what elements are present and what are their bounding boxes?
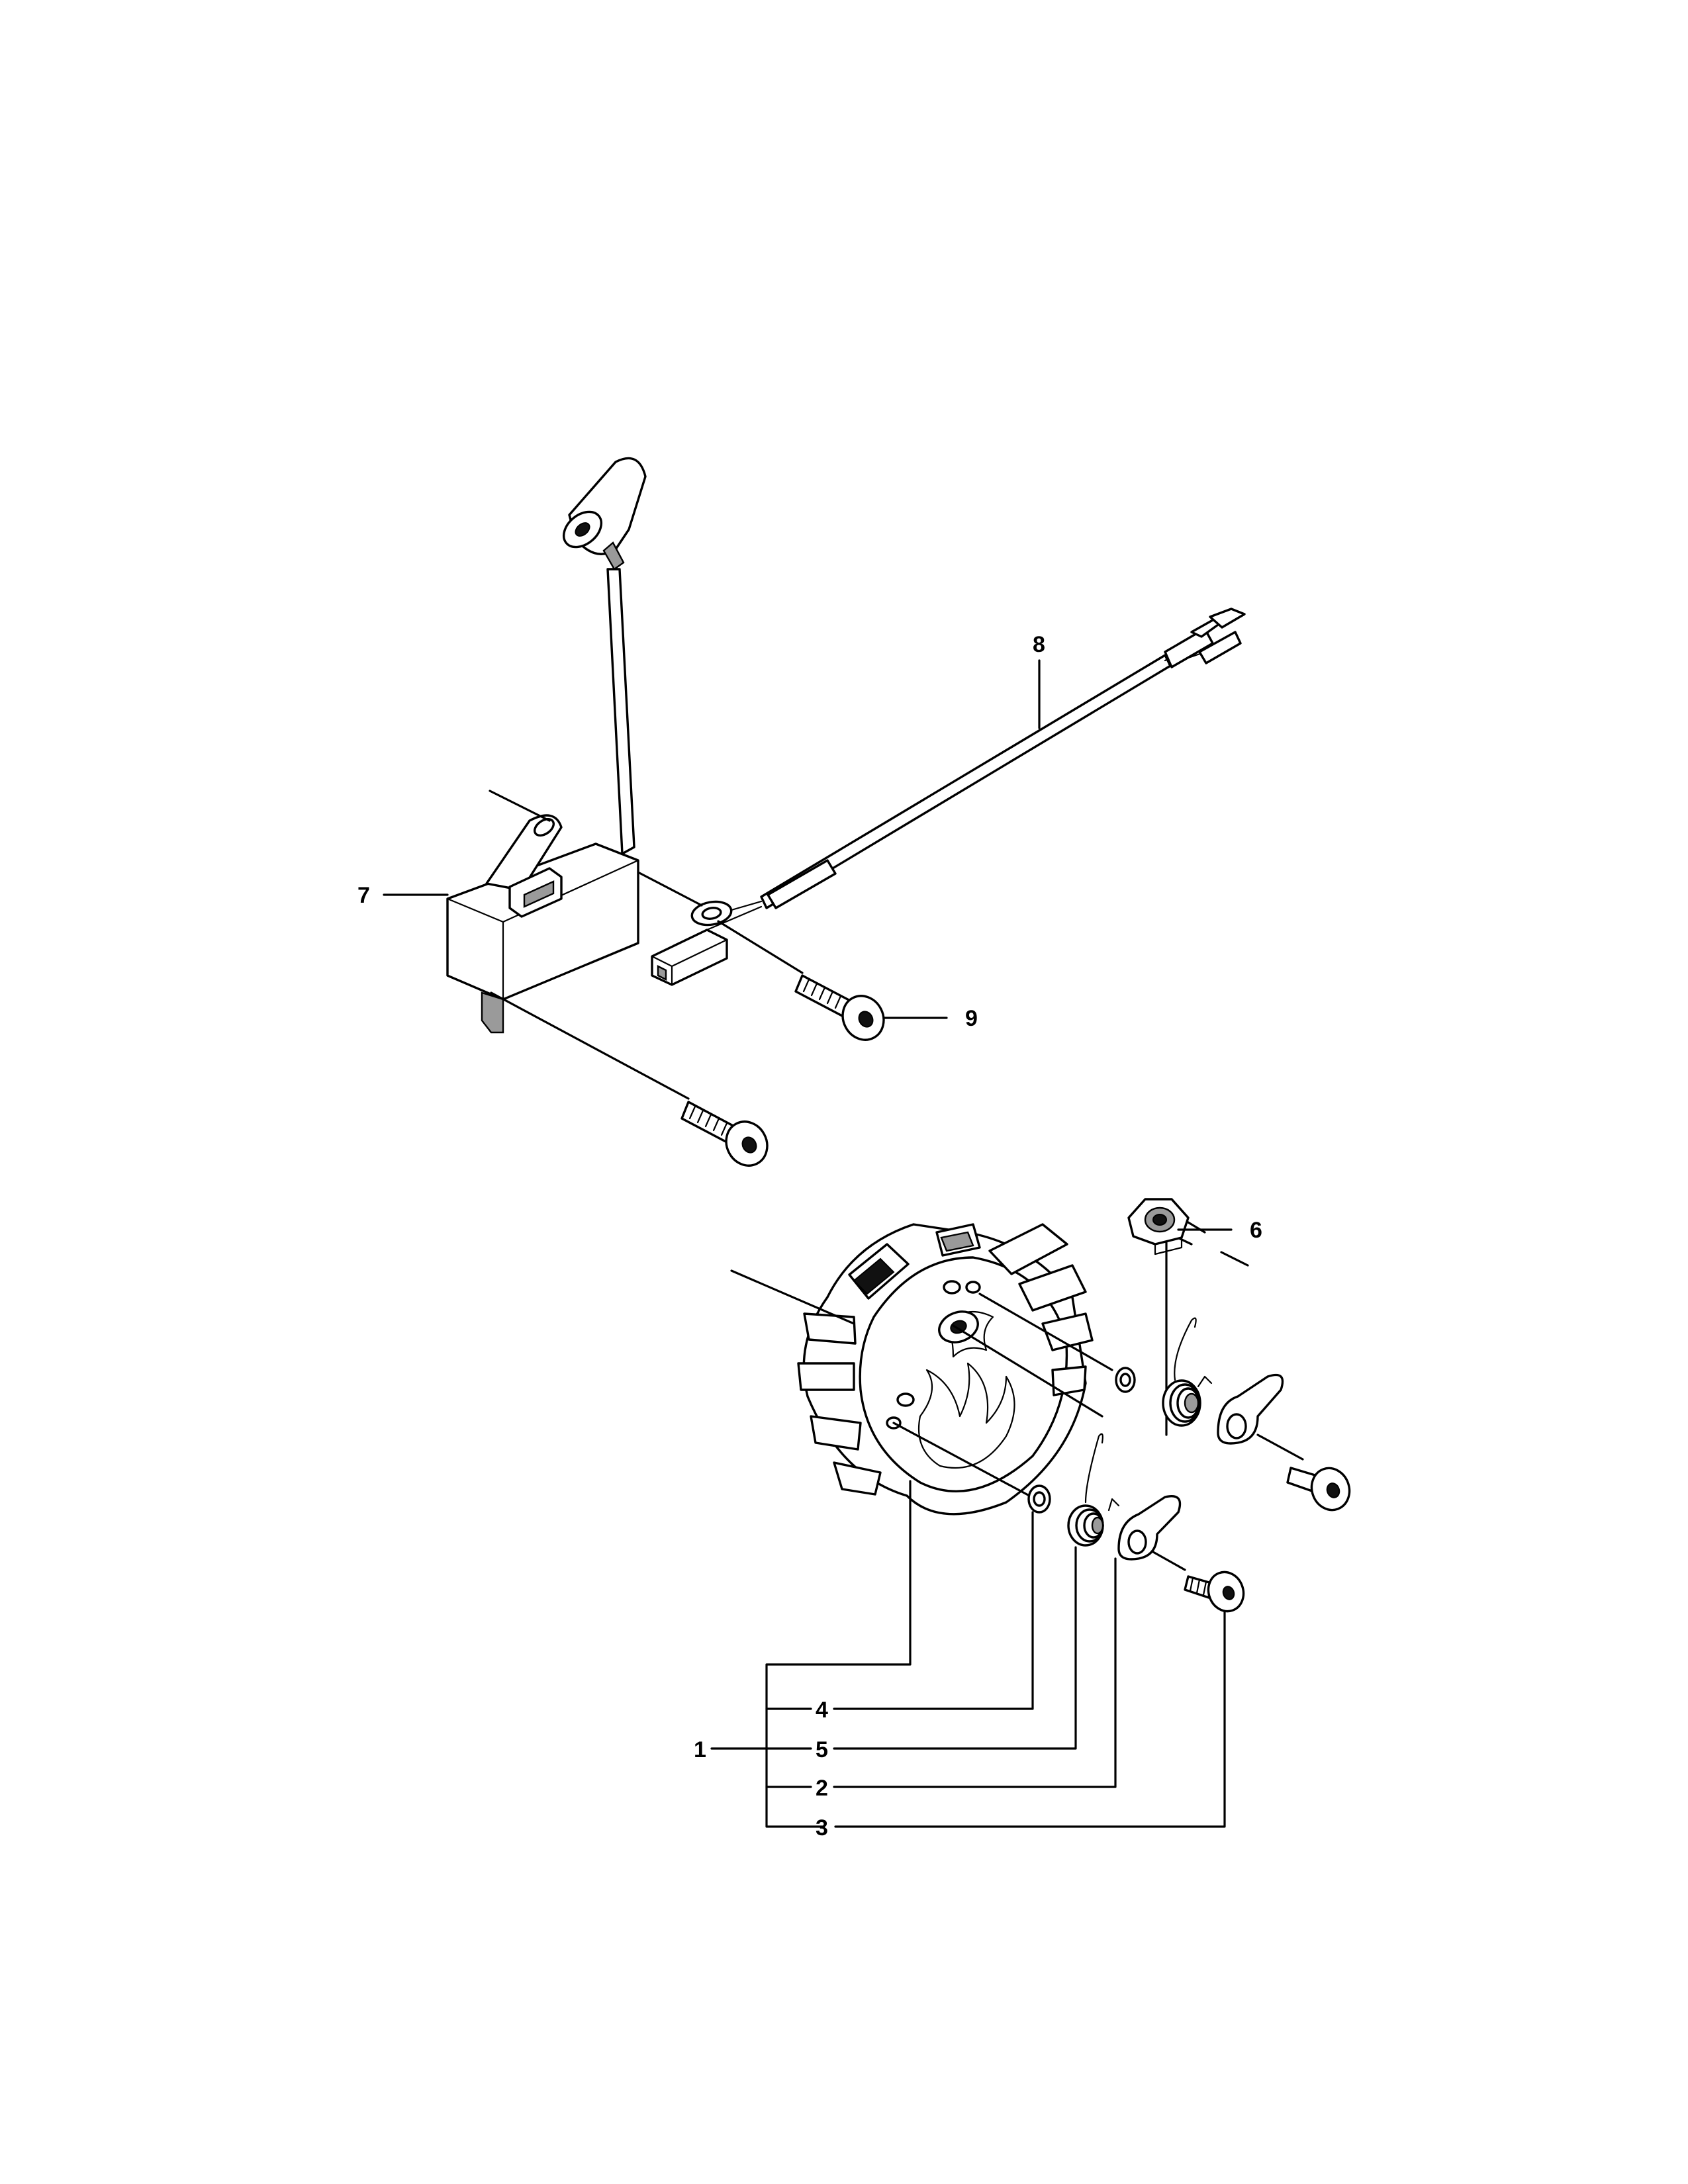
spark-plug-cap bbox=[563, 457, 647, 570]
callout-1: 1 bbox=[694, 1737, 706, 1762]
callout-5: 5 bbox=[816, 1737, 828, 1762]
upper-washer bbox=[1115, 1367, 1136, 1393]
callout-8: 8 bbox=[1033, 632, 1045, 657]
short-circuit-cable bbox=[651, 608, 1246, 986]
ht-lead bbox=[606, 568, 635, 855]
axis-lower-pawl bbox=[892, 1422, 1031, 1497]
upper-pawl-screw bbox=[1286, 1467, 1351, 1512]
callout-leaders bbox=[383, 659, 1233, 1828]
callout-2: 2 bbox=[816, 1776, 828, 1801]
leader-terminal-to-screw bbox=[717, 920, 804, 974]
ignition-coil bbox=[446, 457, 690, 1100]
lower-washer bbox=[1027, 1484, 1051, 1514]
upper-spring bbox=[1162, 1317, 1213, 1427]
axis-upper-pawl bbox=[978, 1293, 1113, 1371]
callout-6: 6 bbox=[1250, 1218, 1262, 1243]
leader-coil-to-terminal bbox=[637, 871, 703, 907]
coil-screw-upper bbox=[794, 974, 885, 1041]
axis-nut-right bbox=[1220, 1251, 1249, 1267]
axis-upper-screw bbox=[1256, 1433, 1304, 1461]
axis-hub-to-bracket bbox=[952, 1324, 1103, 1418]
lower-pawl bbox=[1117, 1495, 1182, 1561]
leader-flywheel-left bbox=[730, 1269, 855, 1325]
callout-4: 4 bbox=[816, 1698, 828, 1723]
flywheel bbox=[797, 1223, 1094, 1516]
axis-lower-screw bbox=[1152, 1551, 1186, 1571]
callout-3: 3 bbox=[816, 1815, 828, 1841]
flywheel-nut bbox=[1127, 1198, 1190, 1255]
lower-spring bbox=[1067, 1433, 1120, 1547]
callout-9: 9 bbox=[965, 1006, 978, 1031]
coil-screw-lower bbox=[680, 1101, 769, 1167]
upper-pawl bbox=[1217, 1373, 1284, 1445]
coil-body bbox=[446, 814, 639, 1034]
callout-7: 7 bbox=[357, 883, 370, 908]
lower-pawl-screw bbox=[1184, 1570, 1245, 1613]
